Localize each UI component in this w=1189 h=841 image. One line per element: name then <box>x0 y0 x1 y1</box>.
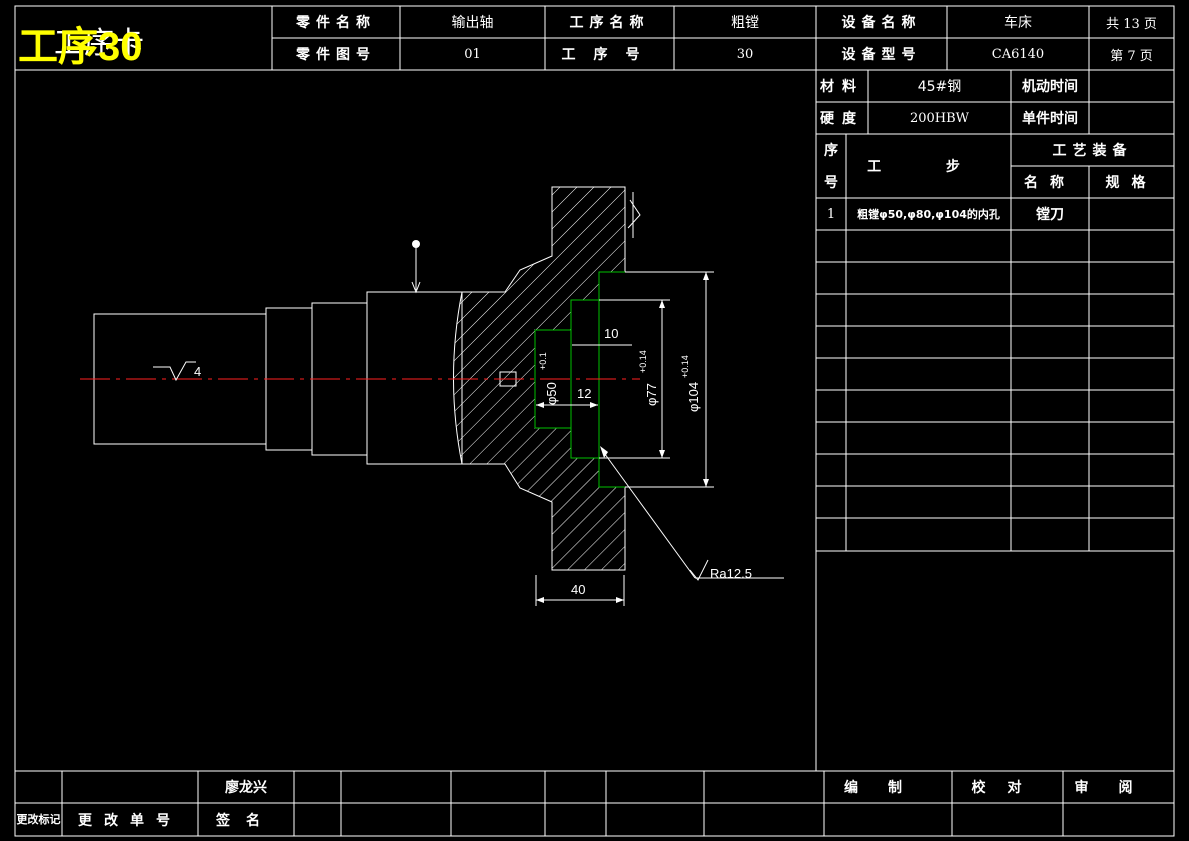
sign-label: 签名 <box>216 812 276 829</box>
compile-label: 编制 <box>844 780 932 796</box>
process-name-value: 粗镗 <box>731 15 759 31</box>
row-1-step: 粗镗φ50,φ80,φ104的内孔 <box>857 208 1000 221</box>
review-label: 审阅 <box>1074 780 1163 796</box>
roughness-label: Ra12.5 <box>710 566 752 581</box>
page-title: 工序30 <box>18 25 143 69</box>
change-mark-label: 更改标记 <box>16 812 61 826</box>
equip-name-label: 设备名称 <box>841 15 922 31</box>
part-no-label: 零件图号 <box>296 47 376 63</box>
dim-10: 10 <box>604 326 618 341</box>
dia-104-label: φ104 <box>686 382 701 412</box>
process-name-label: 工序名称 <box>569 15 650 31</box>
row-1-tool: 镗刀 <box>1036 207 1064 223</box>
equip-label: 工艺装备 <box>1052 143 1133 159</box>
dia-77-tol: +0.14 <box>638 350 648 373</box>
spec-label: 规格 <box>1105 175 1158 191</box>
page-number: 第 7 页 <box>1110 48 1153 64</box>
equip-name-value: 车床 <box>1004 15 1032 31</box>
seq-label-top: 序 <box>824 143 838 159</box>
check-label: 校对 <box>971 780 1044 796</box>
row-1-spec <box>1089 198 1174 230</box>
part-no-value: 01 <box>464 46 481 62</box>
roughness-small-label: 4 <box>194 364 201 379</box>
hardness-label: 硬度 <box>820 111 864 127</box>
person-name: 廖龙兴 <box>225 780 267 796</box>
total-pages: 共 13 页 <box>1106 16 1157 32</box>
dia-50-label: φ50 <box>544 382 559 405</box>
dim-40: 40 <box>571 582 585 597</box>
process-no-value: 30 <box>736 46 754 62</box>
seq-label-bottom: 号 <box>824 175 838 191</box>
dia-77-label: φ77 <box>644 383 659 406</box>
equip-model-label: 设备型号 <box>841 47 922 63</box>
dim-12: 12 <box>577 386 591 401</box>
dia-104-tol: +0.14 <box>680 355 690 378</box>
change-no-label: 更改单号 <box>78 812 182 829</box>
hardness-value: 200HBW <box>909 110 970 126</box>
material-value: 45#钢 <box>917 79 962 95</box>
row-1-seq: 1 <box>826 206 836 222</box>
material-label: 材料 <box>820 79 864 95</box>
equip-model-value: CA6140 <box>991 46 1045 62</box>
machine-time-label: 机动时间 <box>1022 79 1078 95</box>
part-name-label: 零件名称 <box>296 15 376 31</box>
name-label: 名称 <box>1024 175 1076 191</box>
unit-time-label: 单件时间 <box>1022 111 1078 127</box>
dia-50-tol: +0.1 <box>538 352 548 370</box>
title-overlay: 工序卡 <box>54 26 144 61</box>
process-no-label: 工序号 <box>561 47 658 63</box>
step-label: 工 步 <box>867 159 990 175</box>
part-name-value: 输出轴 <box>451 15 494 31</box>
